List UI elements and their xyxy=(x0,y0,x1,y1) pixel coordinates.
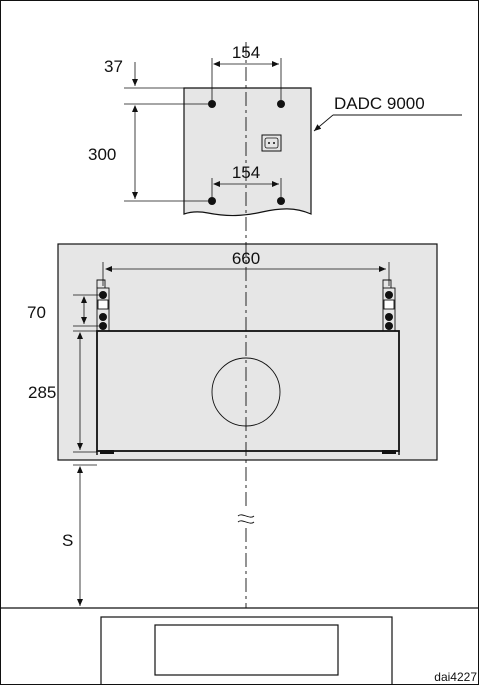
top-offset-label: 37 xyxy=(104,57,123,76)
dimension-hood-height: 285 xyxy=(28,330,97,453)
drawing-code: dai4227 xyxy=(434,670,477,684)
center-line xyxy=(237,42,255,608)
model-label: DADC 9000 xyxy=(334,94,425,113)
wall-bracket xyxy=(183,87,312,217)
hood-height-label: 285 xyxy=(28,383,56,402)
cooktop xyxy=(0,607,479,685)
socket-icon xyxy=(261,134,282,152)
mounting-hole xyxy=(277,197,285,205)
rail-offset-label: 70 xyxy=(27,303,46,322)
mounting-hole xyxy=(277,100,285,108)
hood-body xyxy=(57,243,438,461)
distance-label: S xyxy=(62,531,73,550)
dimension-top-offset: 37 xyxy=(104,57,208,105)
model-callout: DADC 9000 xyxy=(313,94,462,132)
mounting-hole xyxy=(208,197,216,205)
hood-width-label: 660 xyxy=(232,249,260,268)
right-rail xyxy=(382,279,396,332)
mounting-hole xyxy=(208,100,216,108)
hood-front xyxy=(96,330,400,452)
dimension-bracket-height: 300 xyxy=(88,105,208,202)
left-rail xyxy=(96,279,110,332)
bracket-height-label: 300 xyxy=(88,145,116,164)
dimension-distance: S xyxy=(62,464,97,606)
dimension-rail-offset: 70 xyxy=(27,294,99,327)
